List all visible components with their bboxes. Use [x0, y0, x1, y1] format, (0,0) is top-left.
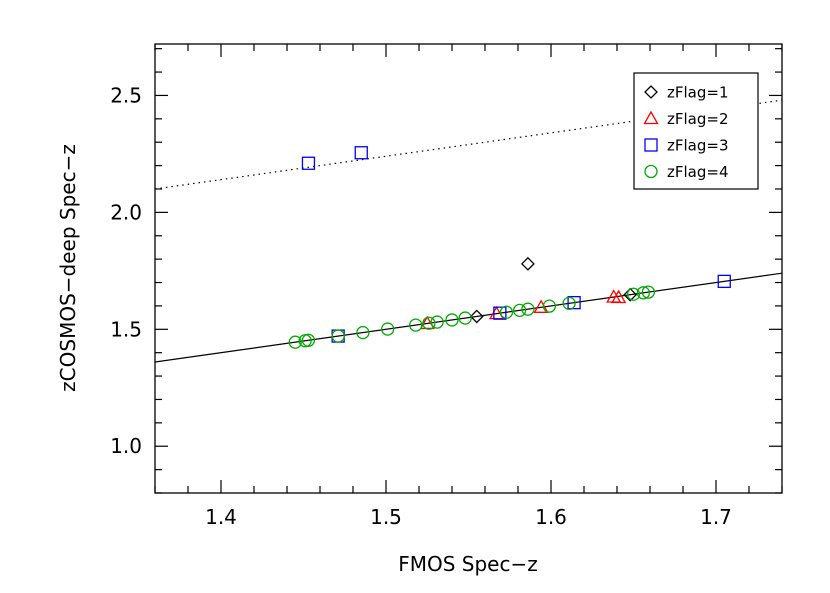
legend-marker-triangle [643, 110, 659, 125]
data-point-diamond [520, 256, 535, 271]
data-point-triangle [533, 299, 549, 313]
data-point-square [567, 295, 581, 310]
y-axis-title: zCOSMOS−deep Spec−z [56, 144, 80, 392]
y-axis-tick-labels: 1.0 1.5 2.0 2.5 [110, 83, 142, 458]
one-to-one-line [155, 272, 782, 363]
data-point-diamond [623, 287, 638, 302]
legend-marker-circle [644, 164, 658, 179]
legend-label: zFlag=4 [667, 163, 729, 181]
x-tick-label: 1.5 [370, 505, 402, 529]
y-tick-label: 1.0 [110, 434, 142, 458]
data-point-circle [380, 322, 395, 336]
data-point-circle [626, 287, 641, 301]
data-point-circle [636, 286, 651, 300]
legend-label: zFlag=3 [667, 137, 729, 155]
data-point-square [717, 274, 731, 289]
data-point-circle [301, 333, 316, 347]
reference-lines [155, 99, 782, 363]
data-point-circle [288, 335, 302, 349]
data-point-square [354, 146, 368, 160]
data-point-circle [513, 303, 527, 318]
data-points [288, 146, 731, 349]
legend-box [633, 72, 759, 190]
data-point-circle [521, 302, 535, 316]
x-tick-label: 1.4 [205, 505, 237, 529]
plot-frame [154, 43, 783, 494]
legend-marker-square [644, 138, 658, 152]
data-point-circle [641, 285, 655, 299]
legend-label: zFlag=1 [667, 84, 729, 102]
data-point-diamond [469, 309, 484, 324]
data-point-triangle [611, 289, 627, 304]
data-point-circle [562, 296, 576, 310]
axis-ticks [154, 44, 783, 494]
data-point-circle [542, 299, 556, 313]
data-point-circle [356, 325, 370, 340]
data-point-square [301, 156, 316, 170]
data-point-circle [445, 313, 459, 327]
legend-label: zFlag=2 [667, 110, 729, 128]
x-axis-title: FMOS Spec−z [398, 552, 538, 576]
legend: zFlag=1 zFlag=2 zFlag=3 zFlag=4 [633, 72, 759, 190]
x-tick-label: 1.7 [700, 505, 732, 529]
data-point-circle [409, 318, 423, 332]
legend-marker-diamond [644, 85, 658, 99]
y-tick-label: 1.5 [110, 317, 142, 341]
data-point-circle [458, 311, 472, 325]
data-point-circle [331, 329, 345, 343]
data-point-circle [499, 305, 514, 319]
x-axis-tick-labels: 1.4 1.5 1.6 1.7 [205, 505, 732, 529]
data-point-circle [422, 316, 436, 330]
y-tick-label: 2.0 [110, 200, 142, 224]
offset-reference-line [155, 99, 782, 190]
data-point-square [493, 306, 507, 320]
y-tick-label: 2.5 [110, 83, 142, 107]
x-tick-label: 1.6 [535, 505, 567, 529]
data-point-circle [430, 315, 444, 329]
